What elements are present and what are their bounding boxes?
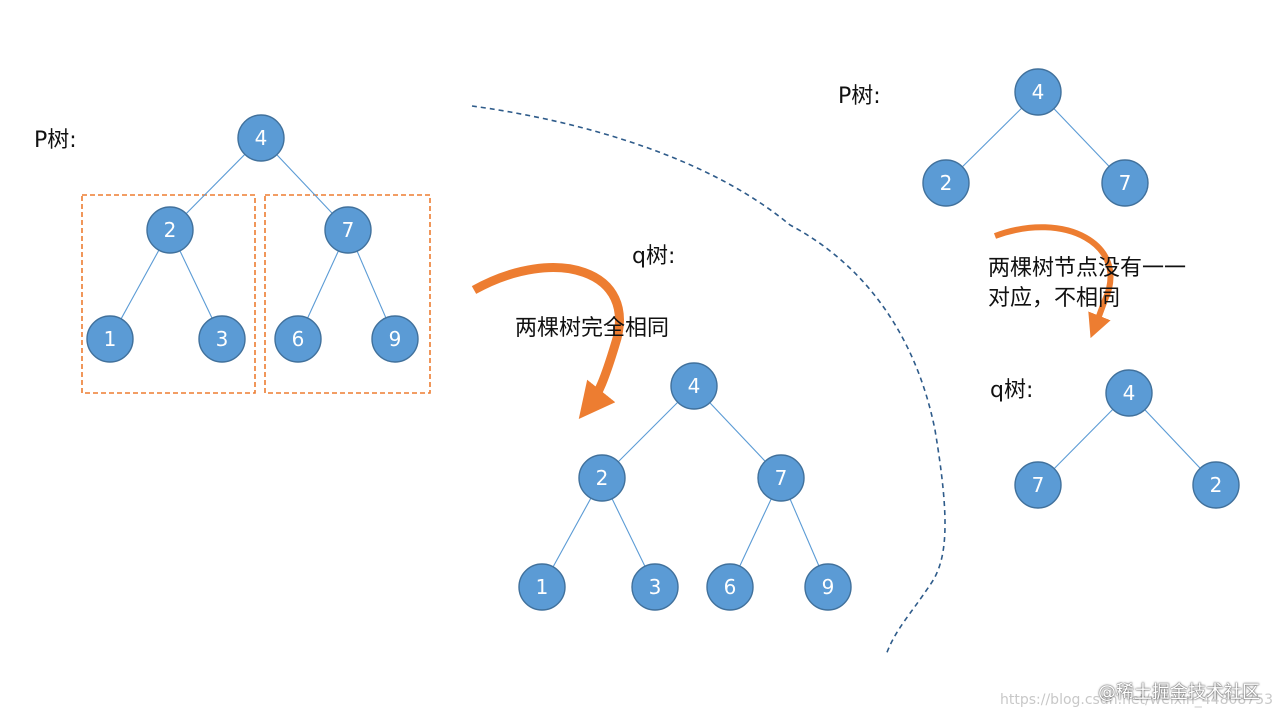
node-circle — [1101, 159, 1149, 207]
node-value: 2 — [940, 171, 953, 195]
p-tree-label-right: P树: — [838, 84, 881, 109]
node-value: 7 — [775, 466, 788, 490]
watermark-brand: @稀土掘金技术社区 — [1098, 682, 1260, 703]
left-subtree-box — [81, 194, 256, 394]
node-circle — [371, 315, 419, 363]
mismatch-caption-line1: 两棵树节点没有一一 — [988, 256, 1187, 281]
p-left-node-4: 4 — [237, 114, 285, 162]
q-middle-node-3: 3 — [631, 563, 679, 611]
node-value: 2 — [164, 218, 177, 242]
p-left-node-2: 2 — [146, 206, 194, 254]
node-value: 6 — [292, 327, 305, 351]
p-left-node-7: 7 — [324, 206, 372, 254]
q-middle-node-9: 9 — [804, 563, 852, 611]
q-tree-label-middle: q树: — [632, 244, 676, 269]
q-right-node-7: 7 — [1014, 461, 1062, 509]
node-circle — [86, 315, 134, 363]
node-value: 7 — [1032, 473, 1045, 497]
node-circle — [274, 315, 322, 363]
same-arrow — [471, 263, 624, 420]
right-subtree-box — [264, 194, 431, 394]
node-value: 7 — [1119, 171, 1132, 195]
node-circle — [237, 114, 285, 162]
q-middle-node-6: 6 — [706, 563, 754, 611]
p-right-node-4: 4 — [1014, 68, 1062, 116]
mismatch-arrow — [993, 224, 1114, 339]
q-middle-node-4: 4 — [670, 362, 718, 410]
q-middle-node-2: 2 — [578, 454, 626, 502]
node-circle — [1105, 369, 1153, 417]
node-circle — [1014, 461, 1062, 509]
node-circle — [1014, 68, 1062, 116]
node-circle — [198, 315, 246, 363]
node-value: 4 — [1123, 381, 1136, 405]
node-circle — [578, 454, 626, 502]
p-left-node-9: 9 — [371, 315, 419, 363]
p-left-node-6: 6 — [274, 315, 322, 363]
node-circle — [670, 362, 718, 410]
node-value: 6 — [724, 575, 737, 599]
node-circle — [631, 563, 679, 611]
node-value: 4 — [255, 126, 268, 150]
node-circle — [324, 206, 372, 254]
node-circle — [1192, 461, 1240, 509]
mismatch-caption-line2: 对应，不相同 — [988, 286, 1121, 311]
node-value: 9 — [822, 575, 835, 599]
node-value: 1 — [536, 575, 549, 599]
node-value: 4 — [1032, 80, 1045, 104]
node-circle — [518, 563, 566, 611]
node-circle — [706, 563, 754, 611]
p-right-node-7: 7 — [1101, 159, 1149, 207]
p-tree-label-left: P树: — [34, 128, 77, 153]
p-left-node-1: 1 — [86, 315, 134, 363]
node-value: 3 — [216, 327, 229, 351]
q-tree-label-right: q树: — [990, 378, 1034, 403]
decor-layer — [81, 105, 1114, 656]
node-circle — [146, 206, 194, 254]
p-left-node-3: 3 — [198, 315, 246, 363]
node-circle — [804, 563, 852, 611]
q-middle-node-1: 1 — [518, 563, 566, 611]
watermark-url: https://blog.csdn.net/weixin_44808753 — [1000, 692, 1274, 708]
node-value: 9 — [389, 327, 402, 351]
node-value: 7 — [342, 218, 355, 242]
divider-dashed-curve — [471, 105, 946, 656]
node-value: 2 — [1210, 473, 1223, 497]
node-circle — [922, 159, 970, 207]
q-right-node-4: 4 — [1105, 369, 1153, 417]
same-trees-caption: 两棵树完全相同 — [515, 316, 670, 341]
node-circle — [757, 454, 805, 502]
q-right-node-2: 2 — [1192, 461, 1240, 509]
node-value: 3 — [649, 575, 662, 599]
node-value: 1 — [104, 327, 117, 351]
p-right-node-2: 2 — [922, 159, 970, 207]
node-value: 4 — [688, 374, 701, 398]
node-value: 2 — [596, 466, 609, 490]
nodes-layer: 4 2 7 1 3 6 9 4 2 7 1 3 6 9 4 2 7 4 7 2 — [86, 68, 1240, 611]
q-middle-node-7: 7 — [757, 454, 805, 502]
